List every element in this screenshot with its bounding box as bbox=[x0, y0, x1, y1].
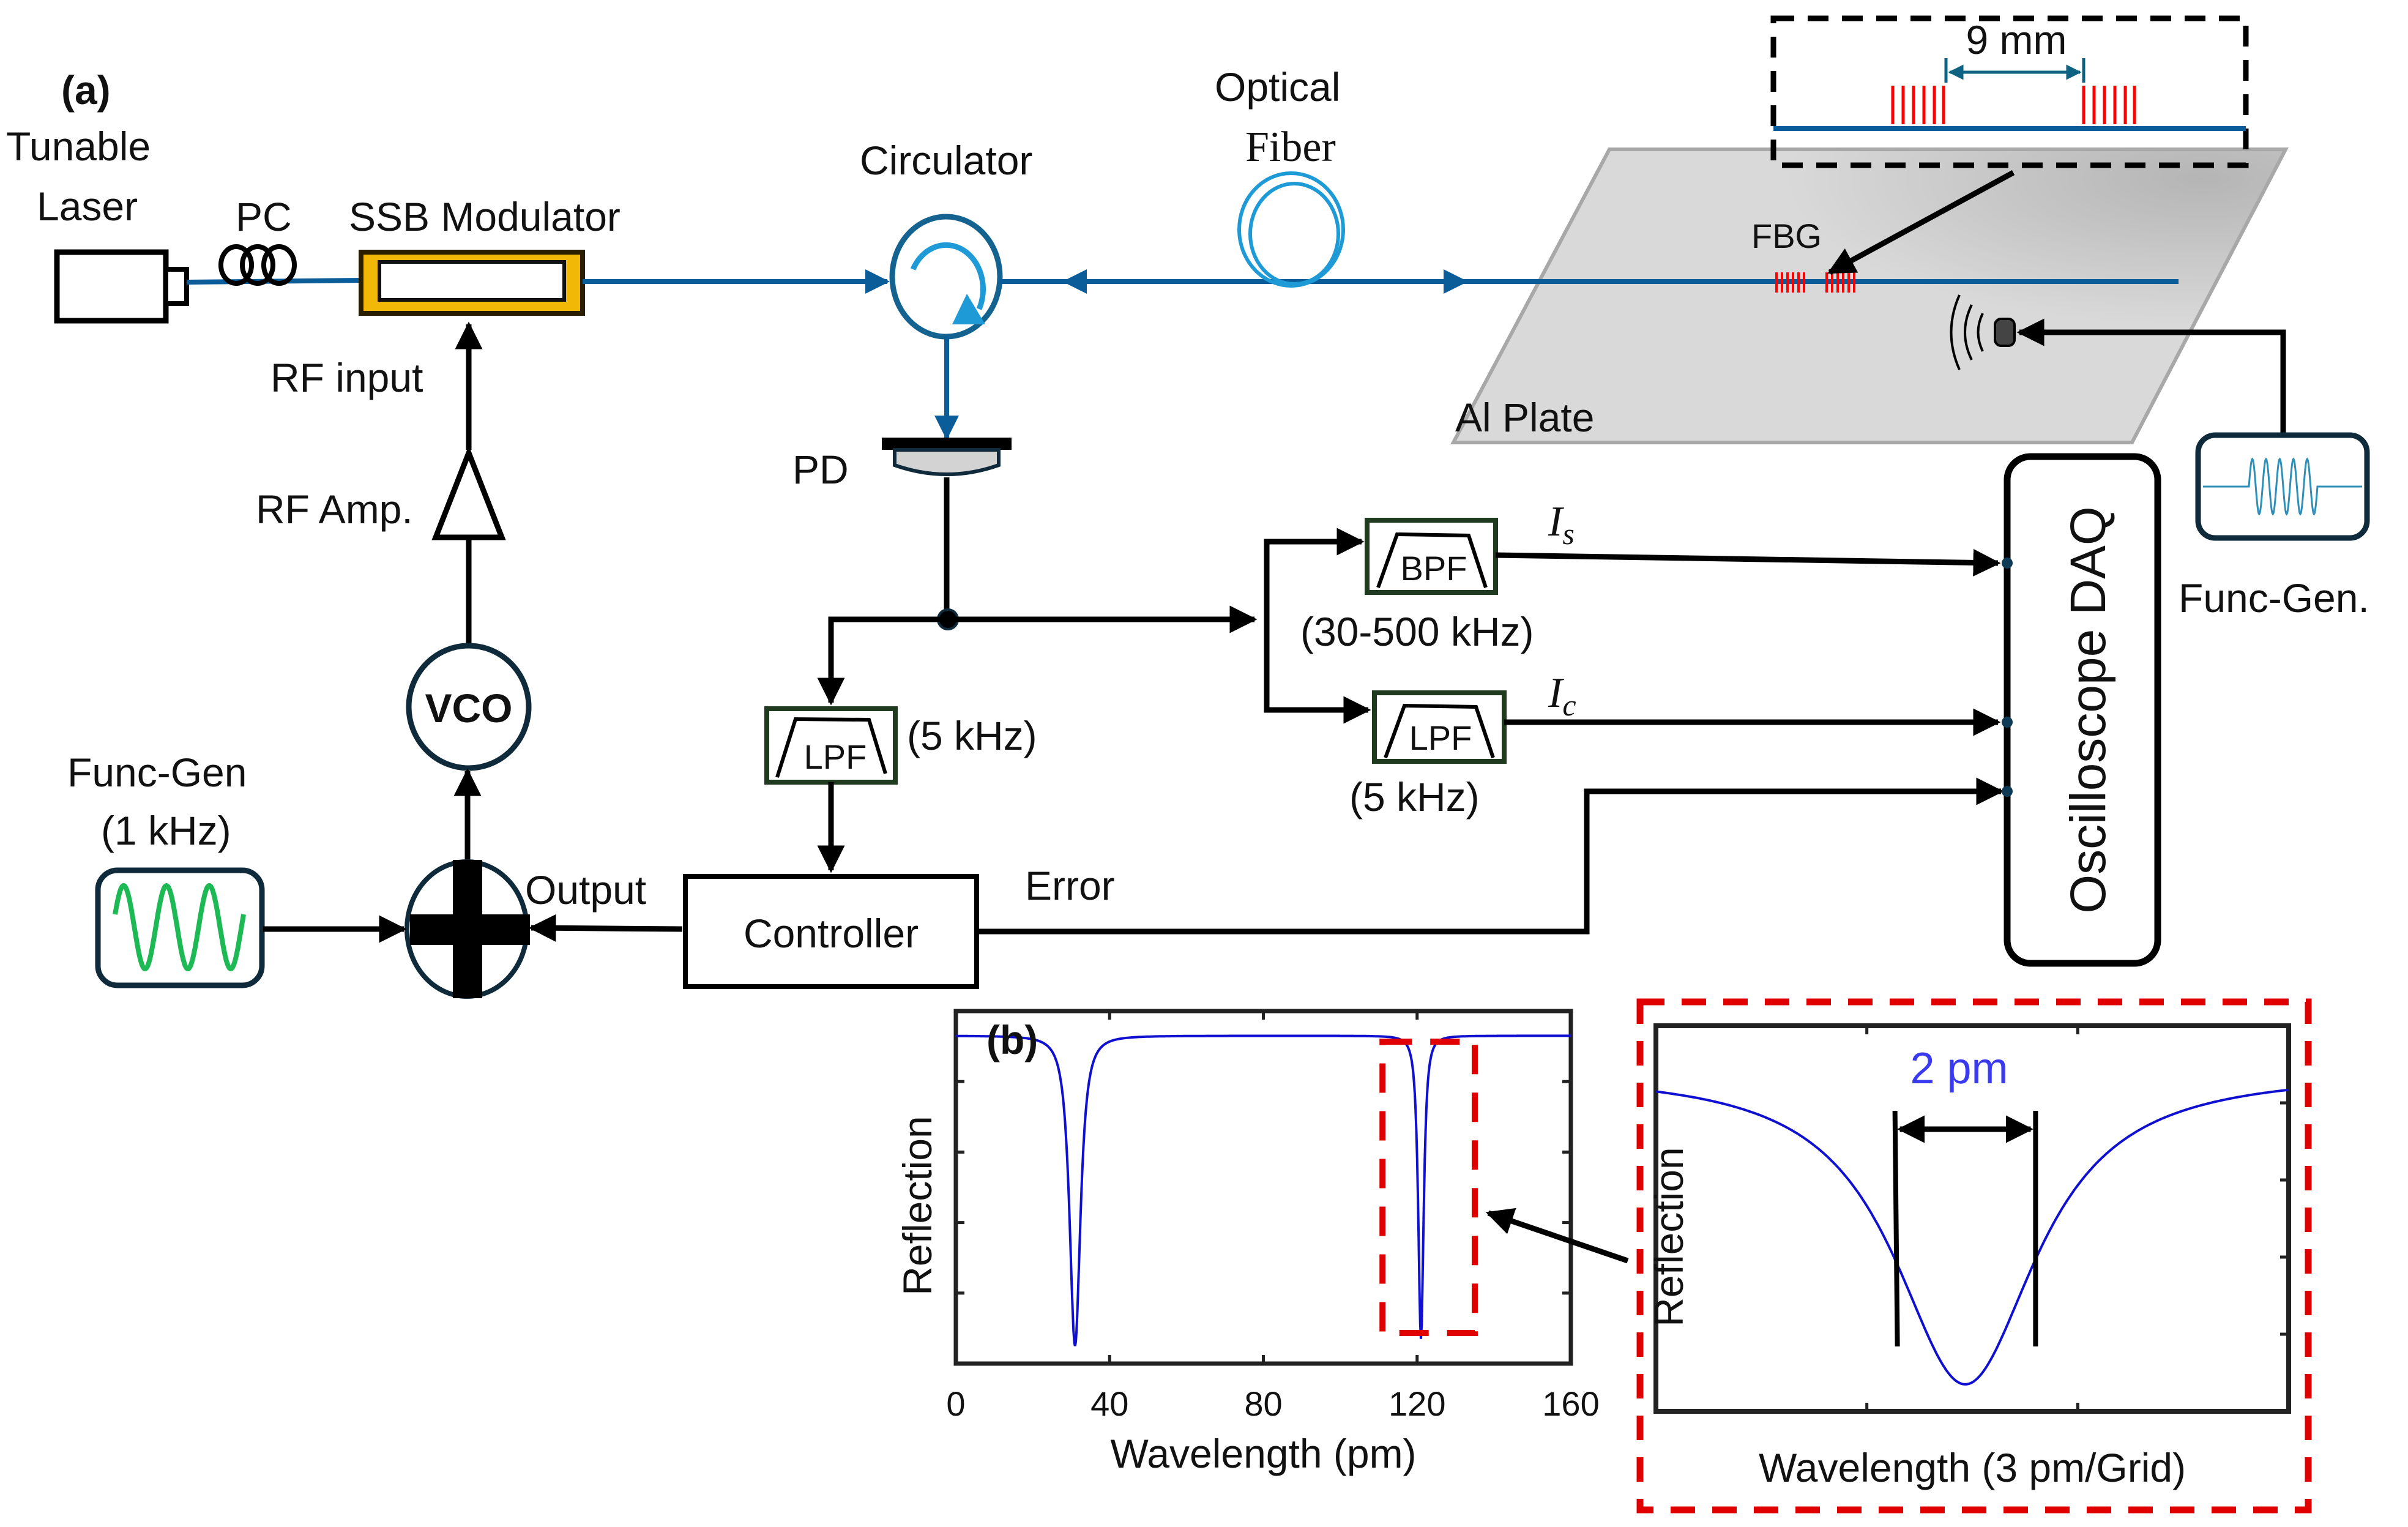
circulator-icon bbox=[889, 214, 1003, 340]
fwhm-left-line bbox=[1892, 1110, 1900, 1347]
func-gen-left-label-line2: (1 kHz) bbox=[101, 808, 231, 853]
inset-dashed-border bbox=[1636, 998, 2312, 1514]
daq-input-ports bbox=[2002, 558, 2013, 797]
wire-funcgen-to-transducer bbox=[2016, 318, 2286, 465]
output-label: Output bbox=[525, 867, 646, 913]
wire-error-to-oscilloscope bbox=[977, 777, 2004, 935]
lpf-right-filter bbox=[1372, 690, 1507, 764]
ssb-modulator-icon bbox=[359, 250, 585, 316]
vco-label: VCO bbox=[425, 685, 512, 731]
function-generator-left-icon bbox=[95, 867, 265, 988]
lpf-right-freq: (5 kHz) bbox=[1349, 774, 1480, 820]
chart-b-y-label: Reflection bbox=[895, 1116, 940, 1296]
transducer-icon bbox=[1950, 294, 2016, 370]
al-plate-label: Al Plate bbox=[1455, 395, 1594, 440]
wire-controller-to-summer bbox=[528, 914, 683, 942]
func-gen-right-label: Func-Gen. bbox=[2179, 575, 2369, 621]
chart-b-series-line bbox=[956, 1034, 1571, 1346]
fbg-gratings-large bbox=[1891, 86, 2136, 124]
wire-junction-to-lpf-left bbox=[817, 616, 948, 706]
ic-symbol: I bbox=[1548, 670, 1565, 717]
wire-split-to-lpf-right bbox=[1264, 612, 1371, 724]
polarization-controller-icon bbox=[218, 244, 297, 286]
zoom-callout-arrow bbox=[1485, 1208, 1629, 1264]
fbg-label: FBG bbox=[1751, 217, 1822, 255]
chart-b-x-tick-label: 120 bbox=[1389, 1384, 1445, 1423]
is-label: Is bbox=[1548, 498, 1575, 551]
chart-b-x-label: Wavelength (pm) bbox=[1110, 1431, 1416, 1476]
pd-label: PD bbox=[792, 447, 849, 492]
lpf-left-freq: (5 kHz) bbox=[907, 713, 1037, 758]
fwhm-label: 2 pm bbox=[1910, 1044, 2008, 1093]
fbg-gratings-small bbox=[1775, 272, 1855, 293]
tunable-laser-label-line2: Laser bbox=[37, 184, 138, 229]
oscilloscope-daq-box bbox=[2004, 453, 2161, 967]
chart-b-panel-label: (b) bbox=[986, 1017, 1038, 1062]
inset-y-label: Reflection bbox=[1646, 1147, 1691, 1327]
chart-b-zoom-box bbox=[1379, 1039, 1478, 1336]
wire-bpf-to-daq bbox=[1495, 548, 2001, 577]
fbg-zoom-box bbox=[1770, 15, 2249, 168]
optical-fiber-label-line2: Fiber bbox=[1245, 124, 1336, 171]
tunable-laser-icon bbox=[54, 249, 189, 324]
ic-subscript: c bbox=[1562, 688, 1576, 722]
bpf-freq: (30-500 kHz) bbox=[1300, 609, 1534, 654]
rf-input-label: RF input bbox=[270, 355, 423, 400]
inset-series-line bbox=[1655, 1088, 2289, 1386]
chart-b-x-tick-label: 80 bbox=[1244, 1384, 1282, 1423]
aluminum-plate bbox=[1450, 147, 2289, 444]
pc-label: PC bbox=[236, 194, 292, 239]
controller-box bbox=[683, 874, 979, 989]
rf-amp-label: RF Amp. bbox=[256, 487, 413, 532]
panel-a-label: (a) bbox=[61, 67, 111, 113]
optical-fiber-label-line1: Optical bbox=[1215, 64, 1340, 110]
tunable-laser-label-line1: Tunable bbox=[6, 124, 151, 169]
chart-b-x-tick-label: 40 bbox=[1090, 1384, 1128, 1423]
fbg-spacing-label: 9 mm bbox=[1966, 17, 2067, 62]
controller-label: Controller bbox=[744, 911, 919, 956]
fbg-callout-arrow bbox=[1827, 170, 2015, 275]
is-symbol: I bbox=[1548, 498, 1565, 545]
chart-b-x-tick-label: 160 bbox=[1542, 1384, 1599, 1423]
inset-x-label: Wavelength (3 pm/Grid) bbox=[1759, 1445, 2186, 1490]
circulator-label: Circulator bbox=[860, 138, 1032, 183]
rf-amplifier-icon bbox=[431, 445, 506, 540]
bpf-label: BPF bbox=[1401, 549, 1467, 588]
chart-b-axes-frame bbox=[953, 1009, 1573, 1366]
ic-label: Ic bbox=[1548, 670, 1576, 722]
lpf-left-label: LPF bbox=[804, 737, 867, 776]
chart-inset: 2 pm Wavelength (3 pm/Grid) Reflection bbox=[1636, 998, 2312, 1514]
spacing-dimension-arrow bbox=[1944, 58, 2086, 83]
fiber-spool-icon bbox=[1237, 171, 1345, 288]
chart-b: 0 40 80 120 160 (b) Wavelength (pm) Reflection bbox=[895, 1009, 1629, 1476]
func-gen-left-label-line1: Func-Gen bbox=[67, 750, 247, 795]
summing-junction-icon bbox=[404, 859, 530, 999]
is-subscript: s bbox=[1562, 517, 1574, 551]
inset-axes-frame bbox=[1653, 1023, 2291, 1414]
chart-b-x-tick-label: 0 bbox=[946, 1384, 965, 1423]
ssb-modulator-label: SSB Modulator bbox=[349, 194, 621, 239]
photodetector-icon bbox=[882, 438, 1012, 476]
error-label: Error bbox=[1025, 863, 1115, 908]
oscilloscope-daq-label: Oscilloscope DAQ bbox=[2060, 506, 2116, 913]
vco-icon bbox=[406, 643, 532, 771]
function-generator-right-icon bbox=[2195, 432, 2370, 541]
lpf-right-label: LPF bbox=[1409, 719, 1472, 757]
